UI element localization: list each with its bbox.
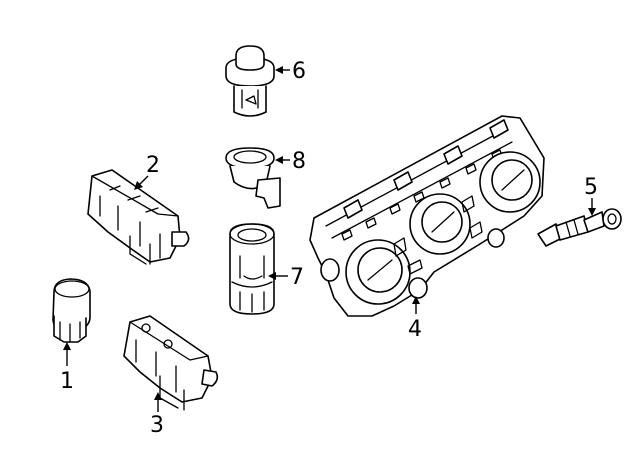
leader-3 — [154, 392, 162, 412]
part-3-switch-block — [123, 315, 219, 411]
part-1-push-switch — [52, 278, 91, 343]
leader-1 — [63, 342, 71, 366]
callout-8: 8 — [292, 149, 306, 174]
leader-5 — [588, 198, 596, 216]
leader-6 — [275, 66, 290, 74]
leader-8 — [275, 156, 290, 164]
leader-2 — [134, 175, 149, 190]
callout-6: 6 — [292, 59, 306, 84]
part-2-switch-block — [87, 169, 190, 265]
callout-4: 4 — [408, 317, 422, 342]
part-8-socket-cap — [225, 147, 281, 209]
callout-2: 2 — [146, 153, 160, 178]
part-4-climate-control-panel — [309, 115, 545, 317]
leader-7 — [268, 272, 288, 280]
part-6-socket — [225, 45, 275, 117]
callout-7: 7 — [290, 265, 304, 290]
part-7-power-outlet — [229, 223, 275, 315]
leader-4 — [412, 296, 420, 314]
part-5-bulb — [537, 208, 622, 247]
callout-1: 1 — [60, 369, 74, 394]
callout-3: 3 — [150, 413, 164, 438]
callout-5: 5 — [584, 175, 598, 200]
